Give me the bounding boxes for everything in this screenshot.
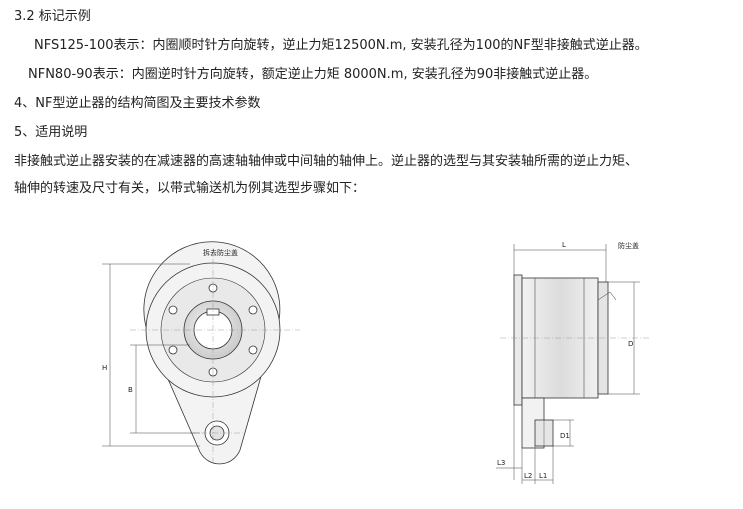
dim-b-label: B (128, 386, 133, 394)
section-heading-5: 5、适用说明 (14, 125, 88, 140)
paragraph-line-1: 非接触式逆止器安装的在减速器的高速轴轴伸或中间轴的轴伸上。逆止器的选型与其安装轴… (14, 154, 639, 169)
dim-l2-label: L2 (524, 472, 532, 480)
example-line-nfn: NFN80-90表示：内圈逆时针方向旋转，额定逆止力矩 8000N.m, 安装孔… (28, 67, 598, 82)
side-view-drawing (496, 244, 650, 484)
paragraph-line-2: 轴伸的转速及尺寸有关，以带式输送机为例其选型步骤如下： (14, 181, 366, 196)
dust-cover-label: 防尘盖 (618, 241, 639, 250)
front-view-drawing (102, 241, 300, 465)
dim-h-label: H (102, 364, 107, 372)
bolt-holes (168, 283, 258, 377)
section-heading-3-2: 3.2 标记示例 (14, 9, 91, 24)
dim-d-label: D (628, 340, 633, 348)
example-line-nfs: NFS125-100表示：内圈顺时针方向旋转，逆止力矩12500N.m, 安装孔… (34, 38, 648, 53)
dim-l1-label: L1 (539, 472, 547, 480)
section-heading-4: 4、NF型逆止器的结构简图及主要技术参数 (14, 96, 261, 111)
dim-l-label: L (562, 241, 566, 249)
dim-d1-label: D1 (560, 432, 570, 440)
dim-l3-label: L3 (497, 459, 505, 467)
front-view-caption: 拆去防尘盖 (203, 248, 238, 257)
